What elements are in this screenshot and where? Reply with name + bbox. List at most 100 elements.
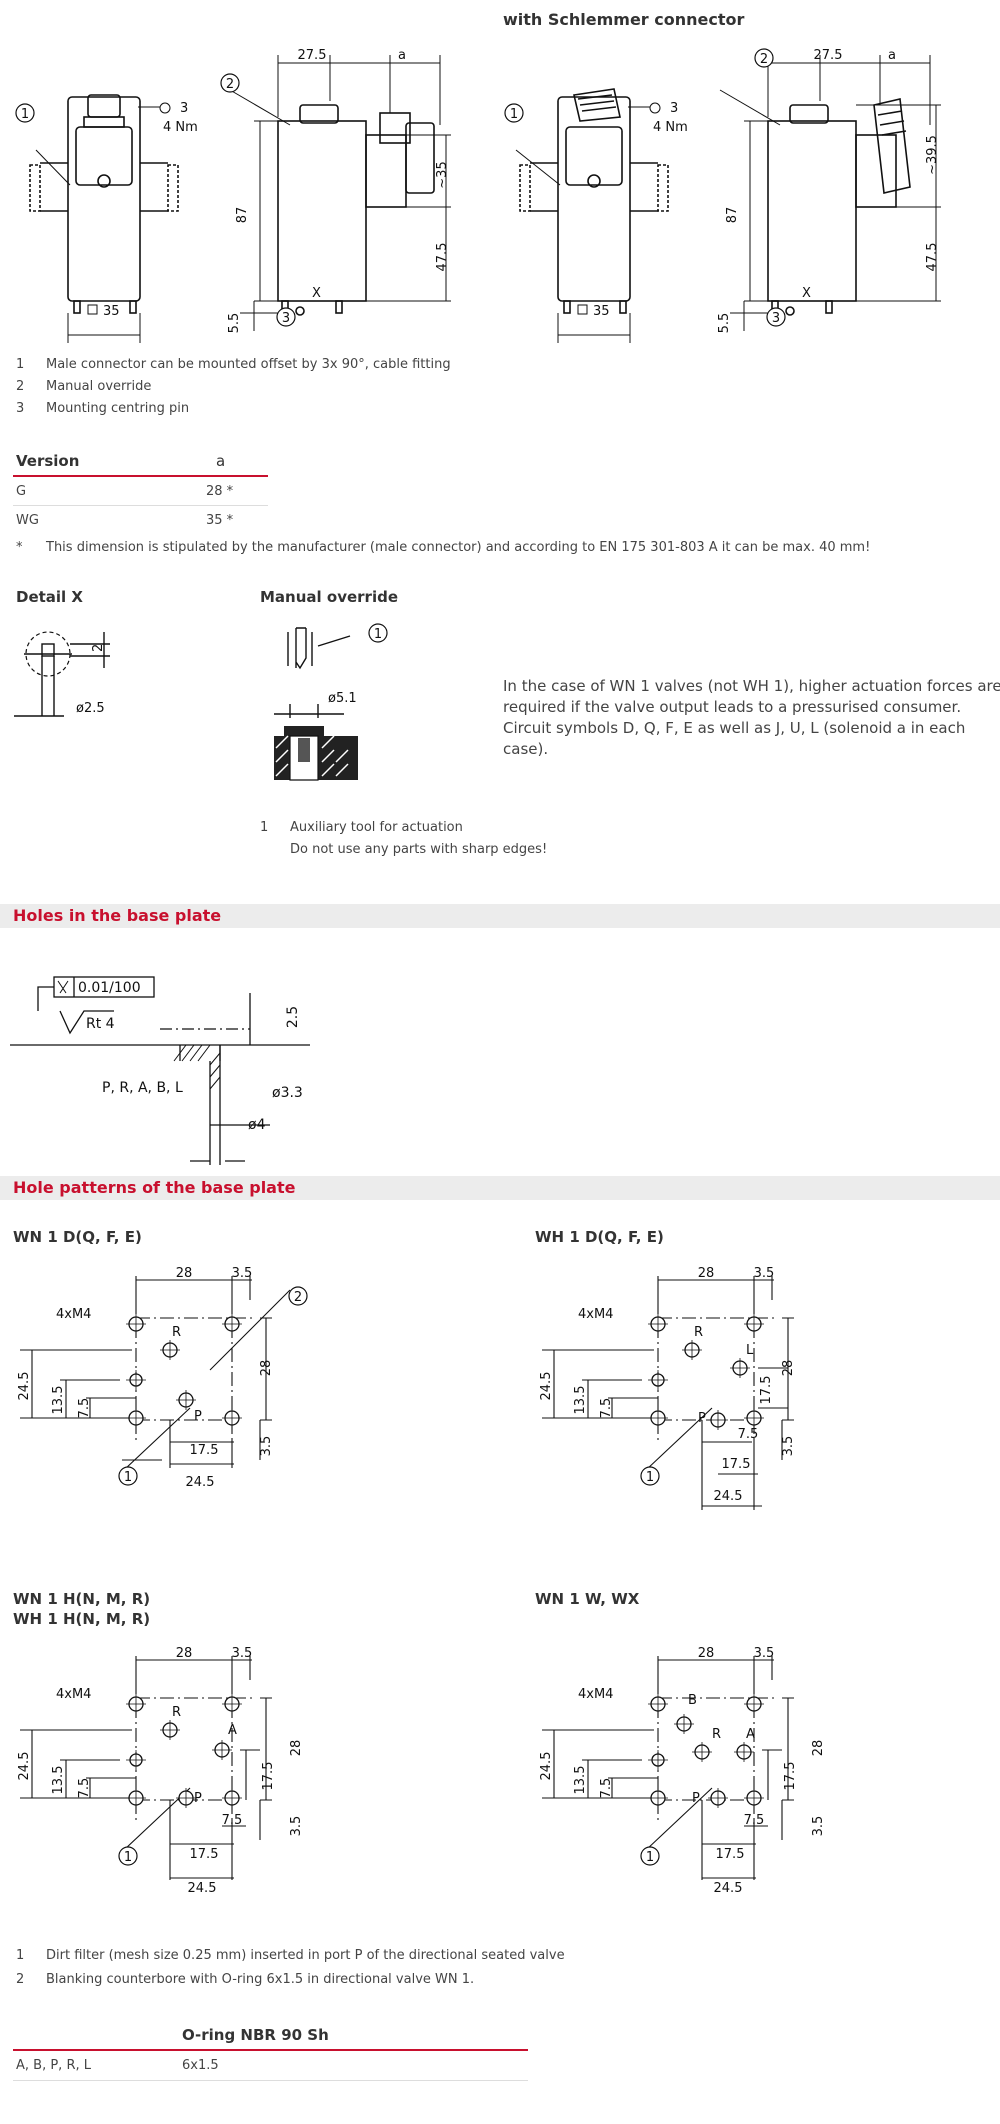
- p3-port-a: A: [228, 1723, 237, 1738]
- detail-x-dim-2: 2: [91, 644, 106, 652]
- p2-dim-28: 28: [698, 1266, 715, 1281]
- pattern-4-drawing: 28 3.5 4xM4 24.5 13.5 7.5 28 3.5 17.5 7.…: [539, 1646, 826, 1896]
- oring-header: O-ring NBR 90 Sh: [182, 2026, 329, 2044]
- p2-dim-7-5: 7.5: [599, 1398, 614, 1419]
- tolerance-label: 0.01/100: [78, 980, 141, 996]
- holes-section-title: Holes in the base plate: [13, 906, 222, 925]
- patterns-section-title: Hole patterns of the base plate: [13, 1178, 296, 1197]
- version-wg-a: 35 *: [206, 513, 234, 528]
- dim-square-35-schlemmer: 35: [593, 304, 610, 319]
- pattern-3-title-line1: WN 1 H(N, M, R): [13, 1590, 151, 1608]
- mark-x-schlemmer: X: [802, 286, 811, 301]
- holes-base-plate-drawing: 0.01/100 Rt 4 P, R, A, B, L 2.5 ø3.3 ø4: [10, 976, 310, 1165]
- callout-1: 1: [21, 107, 29, 122]
- p4-dim-24-5-h: 24.5: [714, 1881, 743, 1896]
- p2-dim-17-5-v: 17.5: [759, 1376, 774, 1405]
- callout-1-schlemmer: 1: [510, 107, 518, 122]
- p1-callout-2: 2: [294, 1290, 302, 1305]
- side-view-drawing: 2 27.5 a 87 ~35 47.5 5.5 X 3: [220, 48, 451, 334]
- p2-dim-13-5: 13.5: [573, 1386, 588, 1415]
- p4-dim-17-5-v: 17.5: [783, 1762, 798, 1791]
- p1-dim-3-5-v: 3.5: [259, 1436, 274, 1457]
- schlemmer-caption: with Schlemmer connector: [503, 10, 745, 29]
- p1-port-r: R: [172, 1325, 181, 1340]
- dim-a-schlemmer: a: [888, 48, 896, 63]
- p1-dim-3-5: 3.5: [232, 1266, 253, 1281]
- p2-dim-4xm4: 4xM4: [578, 1307, 613, 1322]
- p1-dim-7-5: 7.5: [77, 1398, 92, 1419]
- dim-87-schlemmer: 87: [725, 207, 740, 224]
- torque-4nm-schlemmer: 4 Nm: [653, 120, 688, 135]
- p4-port-b: B: [688, 1693, 697, 1708]
- manual-override-drawing: 1 ø5.1: [274, 623, 388, 781]
- pattern-3-title-line2: WH 1 H(N, M, R): [13, 1610, 151, 1628]
- detail-x-dim-2-5: ø2.5: [76, 701, 105, 716]
- holes-dim-4: ø4: [248, 1117, 266, 1133]
- p2-dim-3-5: 3.5: [754, 1266, 775, 1281]
- p4-port-r: R: [712, 1727, 721, 1742]
- dim-27-5: 27.5: [298, 48, 327, 63]
- dim-35-approx: ~35: [435, 161, 450, 188]
- p1-dim-24-5-h: 24.5: [186, 1475, 215, 1490]
- callout-3-schlemmer: 3: [772, 311, 780, 326]
- pattern-1-drawing: 28 3.5 4xM4 24.5 13.5 7.5 28 3.5 17.5 24…: [17, 1266, 308, 1490]
- detail-x-title: Detail X: [16, 588, 83, 606]
- version-footnote: *This dimension is stipulated by the man…: [16, 540, 871, 555]
- p3-callout-1: 1: [124, 1850, 132, 1865]
- oring-row-divider: [13, 2080, 528, 2081]
- version-g: G: [16, 484, 27, 499]
- p2-callout-1: 1: [646, 1470, 654, 1485]
- p4-dim-3-5: 3.5: [754, 1646, 775, 1661]
- p1-dim-28-v: 28: [259, 1360, 274, 1377]
- p4-callout-1: 1: [646, 1850, 654, 1865]
- dim-27-5-schlemmer: 27.5: [814, 48, 843, 63]
- version-g-a: 28 *: [206, 484, 234, 499]
- pattern-2-title: WH 1 D(Q, F, E): [535, 1228, 664, 1246]
- p2-dim-28-v: 28: [781, 1360, 796, 1377]
- callout-2: 2: [226, 77, 234, 92]
- p2-port-p: P: [698, 1411, 706, 1426]
- p3-dim-28: 28: [176, 1646, 193, 1661]
- p3-dim-13-5: 13.5: [51, 1766, 66, 1795]
- p1-dim-28: 28: [176, 1266, 193, 1281]
- p3-dim-7-5-h: 7.5: [222, 1813, 243, 1828]
- roughness-label: Rt 4: [86, 1016, 115, 1032]
- torque-3: 3: [180, 101, 188, 116]
- p3-dim-3-5: 3.5: [232, 1646, 253, 1661]
- p4-dim-17-5: 17.5: [716, 1847, 745, 1862]
- detail-x-drawing: 2 ø2.5: [14, 631, 110, 717]
- p2-dim-7-5-h: 7.5: [738, 1427, 759, 1442]
- p3-dim-24-5-h: 24.5: [188, 1881, 217, 1896]
- manual-override-dim-5-1: ø5.1: [328, 691, 357, 706]
- p4-dim-28: 28: [698, 1646, 715, 1661]
- p3-dim-17-5: 17.5: [190, 1847, 219, 1862]
- p1-dim-13-5: 13.5: [51, 1386, 66, 1415]
- pattern-2-drawing: 28 3.5 4xM4 24.5 13.5 7.5 28 3.5 17.5 7.…: [539, 1266, 796, 1510]
- manual-override-title: Manual override: [260, 588, 398, 606]
- callout-3: 3: [282, 311, 290, 326]
- patterns-section-bar: [0, 1176, 1000, 1200]
- front-view-schlemmer-drawing: 1 3 4 Nm 35: [504, 88, 688, 343]
- side-view-schlemmer-drawing: 2 27.5 a 87 ~39.5 47.5 5.5 X 3: [717, 48, 941, 334]
- manual-override-legend-2: Do not use any parts with sharp edges!: [290, 842, 548, 857]
- dim-39-5-approx: ~39.5: [925, 135, 940, 175]
- p4-dim-28-v: 28: [811, 1740, 826, 1757]
- dim-47-5: 47.5: [435, 243, 450, 272]
- callout-2-schlemmer: 2: [760, 52, 768, 67]
- oring-table-rule: [13, 2049, 528, 2051]
- p3-dim-3-5-v: 3.5: [289, 1816, 304, 1837]
- dim-a: a: [398, 48, 406, 63]
- p4-dim-7-5-h: 7.5: [744, 1813, 765, 1828]
- p3-dim-7-5: 7.5: [77, 1778, 92, 1799]
- ports-label: P, R, A, B, L: [102, 1080, 183, 1096]
- torque-4nm: 4 Nm: [163, 120, 198, 135]
- dim-47-5-schlemmer: 47.5: [925, 243, 940, 272]
- dim-5-5: 5.5: [227, 313, 242, 334]
- p3-dim-17-5-v: 17.5: [261, 1762, 276, 1791]
- holes-dim-2-5: 2.5: [285, 1006, 301, 1028]
- p2-dim-17-5: 17.5: [722, 1457, 751, 1472]
- dim-5-5-schlemmer: 5.5: [717, 313, 732, 334]
